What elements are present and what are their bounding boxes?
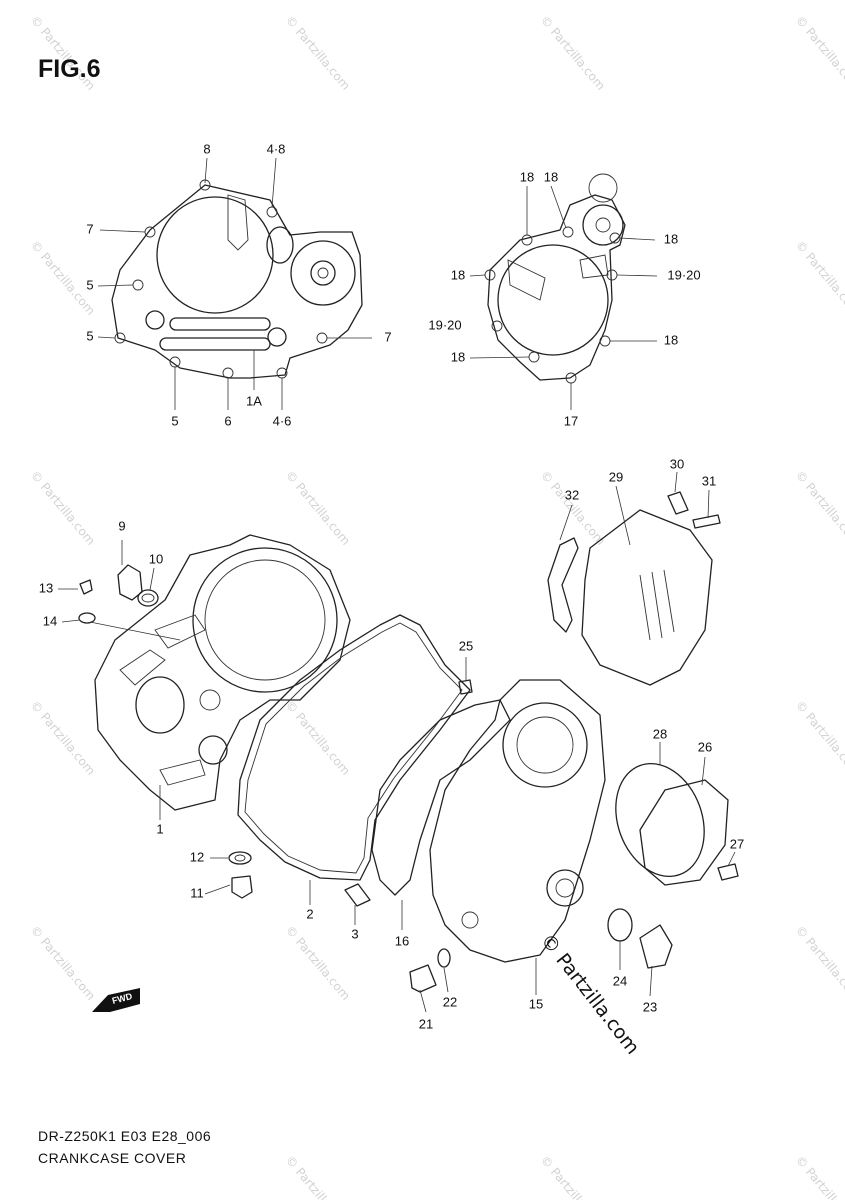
callout-18: 18 [544, 169, 558, 184]
callout-1: 1 [156, 821, 163, 836]
callout-5: 5 [86, 277, 93, 292]
watermark-text: © Partzilla.com [283, 698, 353, 778]
callout-6: 6 [224, 413, 231, 428]
callout-9: 9 [118, 518, 125, 533]
watermark-text: © Partzilla.com [793, 468, 845, 548]
generator-cover-outline [484, 173, 626, 384]
generator-cover-leaders [469, 185, 658, 410]
exploded-view-callouts: 9 10 13 14 1 12 11 2 3 25 16 15 21 22 32… [39, 456, 744, 1031]
watermark-layer: © Partzilla.com © Partzilla.com © Partzi… [28, 13, 845, 1200]
callout-8: 8 [203, 141, 210, 156]
watermark-text: © Partzilla.com [793, 238, 845, 318]
watermark-text: © Partzilla.com [28, 698, 98, 778]
figure-caption: CRANKCASE COVER [38, 1150, 187, 1166]
callout-4-6: 4·6 [273, 413, 292, 428]
watermark-text: © Partzilla.com [28, 468, 98, 548]
part-13-14-screw-washer [78, 579, 96, 624]
callout-11: 11 [190, 885, 204, 900]
clutch-cover-callouts: 8 4·8 7 5 5 7 1A 5 6 4·6 [86, 141, 391, 428]
callout-24: 24 [613, 973, 627, 988]
watermark-text: © Partzilla.com [538, 468, 608, 548]
callout-25: 25 [459, 638, 473, 653]
model-code: DR-Z250K1 E03 E28_006 [38, 1128, 212, 1144]
callout-18: 18 [520, 169, 534, 184]
callout-3: 3 [351, 926, 358, 941]
watermark-text: © Partzilla.com [538, 1153, 608, 1200]
clutch-cover-outline [111, 179, 363, 379]
callout-28: 28 [653, 726, 667, 741]
callout-23: 23 [643, 999, 657, 1014]
watermark-large: © Partzilla.com [536, 930, 644, 1059]
part-29-32-sprocket-cover [547, 491, 721, 686]
callout-32: 32 [565, 487, 579, 502]
callout-29: 29 [609, 469, 623, 484]
part-26-28-inspection-cover [615, 762, 739, 886]
callout-19-20: 19·20 [428, 317, 461, 332]
fwd-arrow-icon: FWD [92, 988, 140, 1012]
callout-5: 5 [86, 328, 93, 343]
callout-15: 15 [529, 996, 543, 1011]
callout-4-8: 4·8 [267, 141, 286, 156]
callout-5: 5 [171, 413, 178, 428]
callout-7: 7 [86, 221, 93, 236]
callout-30: 30 [670, 456, 684, 471]
generator-cover-callouts: 18 18 18 18 19·20 19·20 18 18 17 [428, 169, 700, 428]
callout-18: 18 [664, 332, 678, 347]
callout-22: 22 [443, 994, 457, 1009]
watermark-text: © Partzilla.com [793, 1153, 845, 1200]
callout-18: 18 [664, 231, 678, 246]
part-21-22-plug-washer [409, 948, 451, 993]
callout-26: 26 [698, 739, 712, 754]
part-3-dowel-pin [344, 883, 371, 907]
watermark-text: © Partzilla.com [793, 923, 845, 1003]
callout-17: 17 [564, 413, 578, 428]
part-16-gasket [371, 699, 511, 896]
callout-21: 21 [419, 1016, 433, 1031]
watermark-text: © Partzilla.com [28, 923, 98, 1003]
part-9-10-seal-oring [117, 564, 159, 607]
figure-title: FIG.6 [38, 55, 101, 83]
callout-18: 18 [451, 267, 465, 282]
watermark-text: © Partzilla.com [283, 1153, 353, 1200]
callout-1a: 1A [246, 393, 262, 408]
callout-2: 2 [306, 906, 313, 921]
part-25-dowel-pin [458, 679, 473, 695]
callout-18: 18 [451, 349, 465, 364]
callout-31: 31 [702, 473, 716, 488]
watermark-text: © Partzilla.com [283, 923, 353, 1003]
callout-14: 14 [43, 613, 57, 628]
watermark-text: © Partzilla.com [538, 13, 608, 93]
callout-7: 7 [384, 329, 391, 344]
exploded-view-leaders [58, 471, 736, 1013]
watermark-text: © Partzilla.com [793, 698, 845, 778]
watermark-text: © Partzilla.com [283, 13, 353, 93]
callout-19-20: 19·20 [667, 267, 700, 282]
part-15-generator-cover [429, 679, 606, 963]
clutch-cover-leaders [97, 157, 372, 410]
part-23-24-filler-cap [607, 908, 673, 969]
watermark-text: © Partzilla.com [793, 13, 845, 93]
callout-13: 13 [39, 580, 53, 595]
callout-12: 12 [190, 849, 204, 864]
part-11-12-drain-plug [228, 851, 253, 899]
callout-27: 27 [730, 836, 744, 851]
callout-10: 10 [149, 551, 163, 566]
part-2-gasket [237, 614, 471, 881]
watermark-text: © Partzilla.com [283, 468, 353, 548]
callout-16: 16 [395, 933, 409, 948]
part-1-clutch-cover [94, 534, 351, 811]
